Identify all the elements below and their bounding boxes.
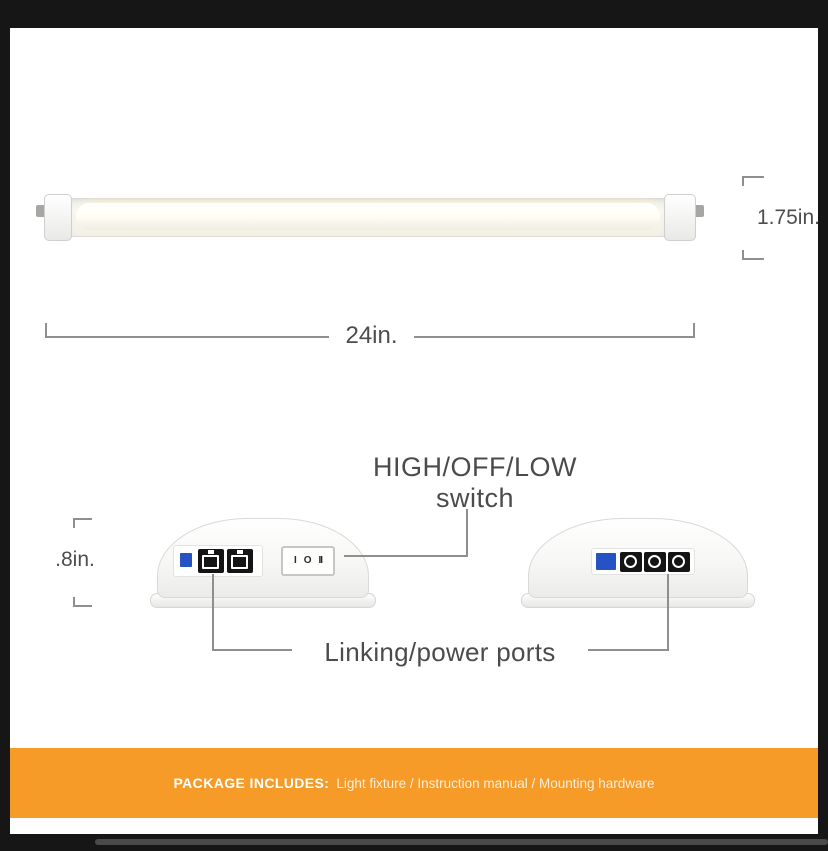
dimension-tick <box>742 176 764 178</box>
dimension-tick <box>742 258 764 260</box>
switch-callout-label: HIGH/OFF/LOW switch <box>330 452 620 514</box>
switch-callout-line2: switch <box>435 483 514 513</box>
fixture-mount-tab-left <box>36 205 46 217</box>
callout-leader-line <box>588 649 669 651</box>
port-tab <box>237 550 243 554</box>
port-socket <box>231 555 248 569</box>
port-ring <box>648 555 661 568</box>
frame-left-bar <box>0 28 10 834</box>
linking-port-icon <box>198 549 224 573</box>
port-socket <box>202 555 219 569</box>
fixture-endcap-left <box>44 194 72 241</box>
power-connector-blue-icon <box>596 553 616 570</box>
dimension-tick <box>742 176 744 186</box>
package-includes-banner: PACKAGE INCLUDES: Light fixture / Instru… <box>10 748 818 818</box>
fixture-mount-tab-right <box>694 205 704 217</box>
linking-port-icon <box>620 552 642 572</box>
callout-leader-line <box>466 509 468 557</box>
frame-top-bar <box>0 0 828 28</box>
dimension-tick <box>693 323 695 338</box>
switch-callout-line1: HIGH/OFF/LOW <box>373 452 577 482</box>
endcap-height-label: .8in. <box>55 548 95 571</box>
callout-leader-line <box>667 574 669 651</box>
port-tab <box>208 550 214 554</box>
dimension-tick <box>742 250 744 260</box>
port-ring <box>672 555 685 568</box>
dimension-tick <box>73 597 75 607</box>
power-connector-blue-icon <box>180 553 192 567</box>
callout-leader-line <box>212 649 292 651</box>
ports-callout-label: Linking/power ports <box>324 637 556 667</box>
callout-leader-line <box>212 574 214 651</box>
width-dimension-line <box>45 336 329 338</box>
width-dimension-line <box>414 336 695 338</box>
bottom-divider-bar <box>95 839 828 845</box>
package-includes-label: PACKAGE INCLUDES: <box>173 775 330 791</box>
high-off-low-switch: I O II <box>281 546 335 576</box>
linking-port-icon <box>668 552 690 572</box>
fixture-length-label: 24in. <box>345 322 398 349</box>
fixture-endcap-right <box>664 194 696 241</box>
switch-position-off: O <box>303 555 312 566</box>
package-includes-items: Light fixture / Instruction manual / Mou… <box>336 775 655 791</box>
linking-port-icon <box>227 549 253 573</box>
dimension-tick <box>73 518 92 520</box>
dimension-tick <box>73 518 75 528</box>
switch-position-low: II <box>318 555 323 566</box>
fixture-height-label: 1.75in. <box>756 206 820 229</box>
frame-right-bar <box>818 28 828 834</box>
callout-leader-line <box>344 555 468 557</box>
fixture-led-tube <box>76 203 660 230</box>
dimension-tick <box>73 605 92 607</box>
switch-position-high: I <box>293 555 297 566</box>
dimension-tick <box>45 323 47 338</box>
port-ring <box>624 555 637 568</box>
linking-port-icon <box>644 552 666 572</box>
